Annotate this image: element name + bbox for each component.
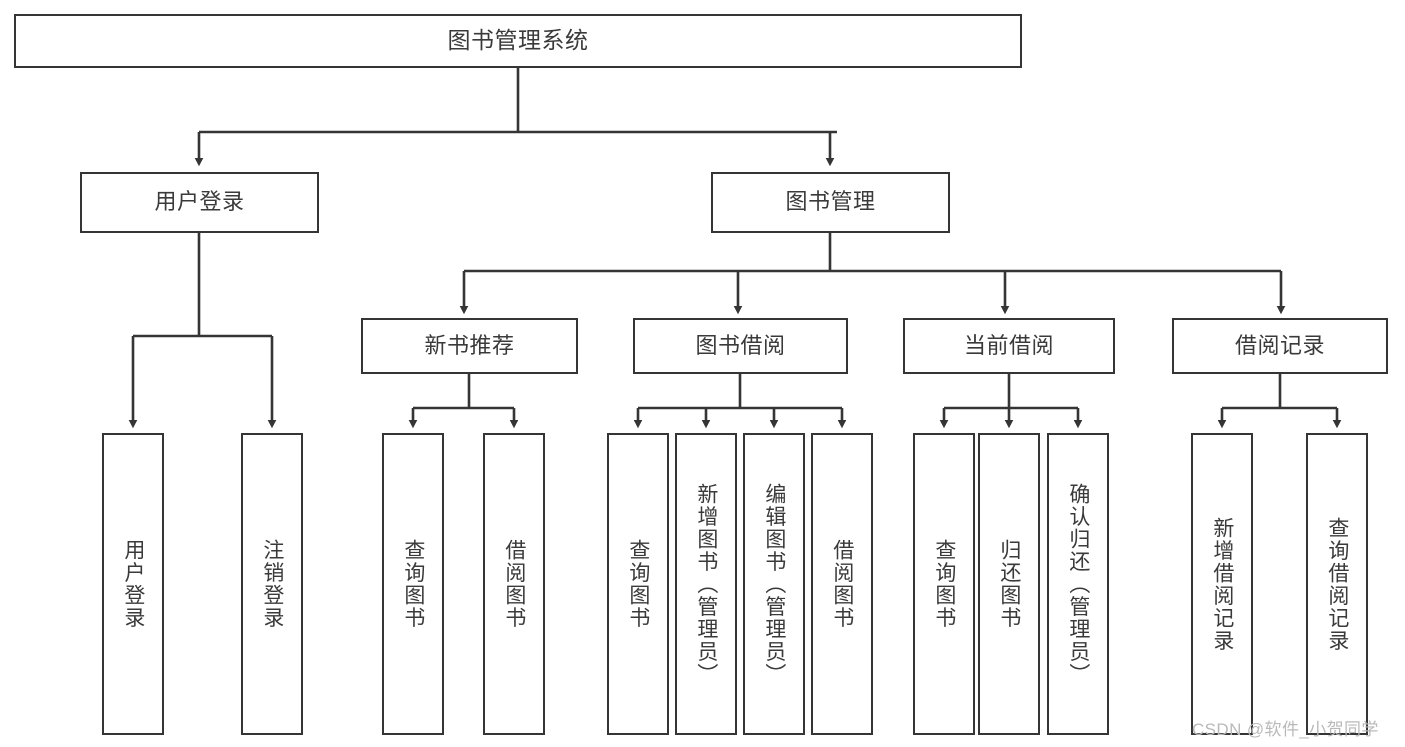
node-leaf-current-query-book[interactable]: 查询图书: [913, 433, 975, 735]
node-user-login[interactable]: 用户登录: [80, 172, 319, 233]
watermark-text: CSDN @软件_小贺同学: [1192, 720, 1379, 739]
node-leaf-record-query[interactable]: 查询借阅记录: [1306, 433, 1368, 735]
node-leaf-current-confirm-return[interactable]: 确认归还（管理员）: [1047, 433, 1109, 735]
node-book-borrow[interactable]: 图书借阅: [633, 318, 848, 374]
node-leaf-user-login[interactable]: 用户登录: [102, 433, 164, 735]
node-current-borrow[interactable]: 当前借阅: [903, 318, 1115, 374]
node-leaf-recommend-query-book[interactable]: 查询图书: [382, 433, 444, 735]
node-leaf-borrow-do-borrow[interactable]: 借阅图书: [811, 433, 873, 735]
node-root-system[interactable]: 图书管理系统: [14, 14, 1022, 68]
node-leaf-borrow-edit-book[interactable]: 编辑图书（管理员）: [743, 433, 805, 735]
node-borrow-record[interactable]: 借阅记录: [1172, 318, 1388, 374]
node-leaf-borrow-add-book[interactable]: 新增图书（管理员）: [675, 433, 737, 735]
node-leaf-record-add[interactable]: 新增借阅记录: [1191, 433, 1253, 735]
node-leaf-recommend-borrow-book[interactable]: 借阅图书: [483, 433, 545, 735]
node-book-manage[interactable]: 图书管理: [711, 172, 950, 233]
node-leaf-borrow-query-book[interactable]: 查询图书: [607, 433, 669, 735]
node-new-book-recommend[interactable]: 新书推荐: [361, 318, 578, 374]
node-leaf-current-return-book[interactable]: 归还图书: [978, 433, 1040, 735]
node-leaf-user-logout[interactable]: 注销登录: [241, 433, 303, 735]
